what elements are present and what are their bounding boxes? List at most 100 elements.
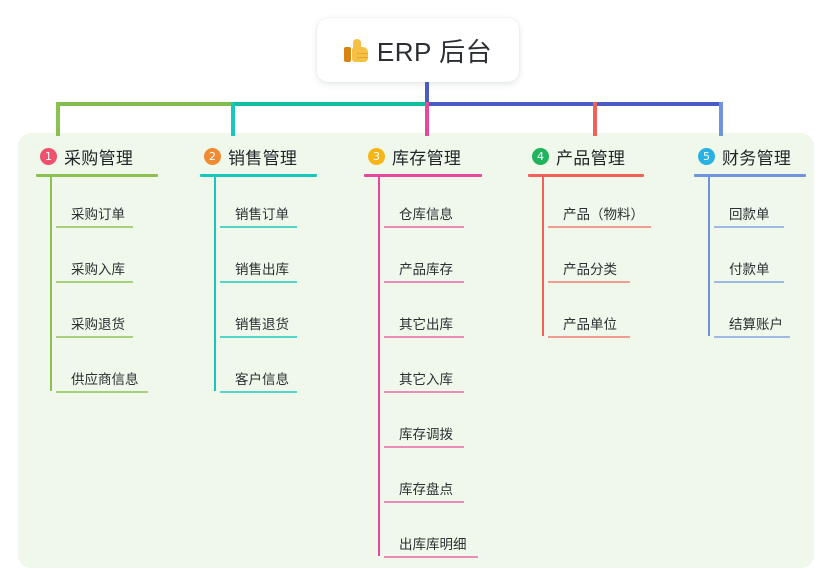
- leaf-node-label: 供应商信息: [71, 372, 139, 387]
- leaf-node[interactable]: 产品单位: [545, 287, 644, 342]
- leaf-node[interactable]: 产品分类: [545, 232, 644, 287]
- connector-bar-teal: [231, 102, 427, 106]
- column-badge-4: 4: [532, 147, 549, 165]
- leaf-node-label: 销售出库: [235, 262, 289, 277]
- leaf-node-label: 客户信息: [235, 372, 289, 387]
- column-spine-2: [214, 177, 216, 391]
- leaf-node[interactable]: 其它入库: [381, 342, 482, 397]
- root-connector-vertical: [425, 82, 429, 106]
- leaf-node-rule: [384, 446, 464, 448]
- leaf-node[interactable]: 销售出库: [217, 232, 317, 287]
- leaf-node-label: 产品库存: [399, 262, 453, 277]
- connector-drop-2: [231, 102, 235, 136]
- leaf-node[interactable]: 客户信息: [217, 342, 317, 397]
- leaf-node-label: 库存盘点: [399, 482, 453, 497]
- leaf-node[interactable]: 仓库信息: [381, 177, 482, 232]
- root-node-content: ERP 后台: [343, 32, 493, 69]
- leaf-node-rule: [56, 226, 133, 228]
- leaf-node-rule: [714, 281, 784, 283]
- column-spine-5: [708, 177, 710, 336]
- leaf-node-rule: [384, 391, 464, 393]
- leaf-node-rule: [548, 281, 630, 283]
- connector-bar-green: [58, 102, 233, 106]
- leaf-node-label: 出库库明细: [399, 537, 467, 552]
- column-badge-5: 5: [698, 147, 715, 165]
- column-header-rule-3: [364, 174, 482, 177]
- leaf-node[interactable]: 回款单: [711, 177, 806, 232]
- leaf-node-rule: [220, 391, 297, 393]
- leaf-node-label: 产品单位: [563, 317, 617, 332]
- root-node[interactable]: ERP 后台: [317, 18, 519, 82]
- leaf-node-rule: [220, 336, 297, 338]
- leaf-node[interactable]: 产品（物料）: [545, 177, 651, 232]
- column-header-rule-4: [528, 174, 644, 177]
- leaf-node-label: 采购订单: [71, 207, 125, 222]
- column-badge-3: 3: [368, 147, 385, 165]
- column-spine-1: [50, 177, 52, 391]
- leaf-node-rule: [384, 281, 464, 283]
- connector-drop-3: [425, 102, 429, 136]
- column-header-rule-1: [36, 174, 158, 177]
- column-4: 4 产品管理产品（物料） 产品分类产品单位: [528, 143, 651, 342]
- column-header-2[interactable]: 2 销售管理: [200, 143, 317, 169]
- leaf-node[interactable]: 销售退货: [217, 287, 317, 342]
- column-1: 1 采购管理采购订单采购入库采购退货供应商信息: [36, 143, 158, 397]
- column-branch-1: 采购订单采购入库采购退货供应商信息: [36, 177, 158, 397]
- leaf-node-label: 付款单: [729, 262, 770, 277]
- column-header-rule-2: [200, 174, 317, 177]
- column-title-5: 财务管理: [722, 148, 792, 168]
- column-5: 5 财务管理回款单付款单结算账户: [694, 143, 806, 342]
- column-header-5[interactable]: 5 财务管理: [694, 143, 806, 169]
- leaf-node-label: 库存调拨: [399, 427, 453, 442]
- connector-drop-4: [593, 102, 597, 136]
- leaf-node-rule: [56, 391, 148, 393]
- leaf-node-label: 其它入库: [399, 372, 453, 387]
- column-2: 2 销售管理销售订单销售出库销售退货客户信息: [200, 143, 317, 397]
- leaf-node-rule: [548, 226, 651, 228]
- root-node-title: ERP 后台: [376, 36, 493, 67]
- column-header-rule-5: [694, 174, 806, 177]
- leaf-node[interactable]: 采购退货: [53, 287, 158, 342]
- column-badge-1: 1: [40, 147, 57, 165]
- leaf-node-label: 其它出库: [399, 317, 453, 332]
- leaf-node-rule: [220, 226, 297, 228]
- column-title-4: 产品管理: [556, 148, 626, 168]
- leaf-node-label: 采购入库: [71, 262, 125, 277]
- leaf-node[interactable]: 采购订单: [53, 177, 158, 232]
- leaf-node-label: 销售订单: [235, 207, 289, 222]
- leaf-node[interactable]: 出库库明细: [381, 507, 482, 562]
- leaf-node-rule: [384, 556, 478, 558]
- leaf-node-label: 采购退货: [71, 317, 125, 332]
- column-branch-2: 销售订单销售出库销售退货客户信息: [200, 177, 317, 397]
- leaf-node-label: 销售退货: [235, 317, 289, 332]
- leaf-node[interactable]: 结算账户: [711, 287, 806, 342]
- leaf-node[interactable]: 供应商信息: [53, 342, 158, 397]
- leaf-node[interactable]: 付款单: [711, 232, 806, 287]
- column-branch-5: 回款单付款单结算账户: [694, 177, 806, 342]
- column-title-2: 销售管理: [228, 148, 298, 168]
- connector-drop-5: [719, 102, 723, 136]
- column-spine-4: [542, 177, 544, 336]
- leaf-node-rule: [384, 336, 464, 338]
- leaf-node-rule: [384, 226, 464, 228]
- column-header-1[interactable]: 1 采购管理: [36, 143, 158, 169]
- leaf-node[interactable]: 销售订单: [217, 177, 317, 232]
- column-header-4[interactable]: 4 产品管理: [528, 143, 644, 169]
- leaf-node[interactable]: 采购入库: [53, 232, 158, 287]
- connector-drop-1: [56, 102, 60, 136]
- column-title-1: 采购管理: [64, 148, 134, 168]
- column-branch-3: 仓库信息产品库存其它出库其它入库库存调拨库存盘点出库库明细: [364, 177, 482, 562]
- leaf-node[interactable]: 产品库存: [381, 232, 482, 287]
- thumbs-up-icon: [343, 38, 368, 62]
- column-branch-4: 产品（物料） 产品分类产品单位: [528, 177, 651, 342]
- column-spine-3: [378, 177, 380, 556]
- leaf-node-rule: [56, 281, 133, 283]
- leaf-node[interactable]: 其它出库: [381, 287, 482, 342]
- column-badge-2: 2: [204, 147, 221, 165]
- leaf-node[interactable]: 库存盘点: [381, 452, 482, 507]
- leaf-node[interactable]: 库存调拨: [381, 397, 482, 452]
- leaf-node-label: 产品分类: [563, 262, 617, 277]
